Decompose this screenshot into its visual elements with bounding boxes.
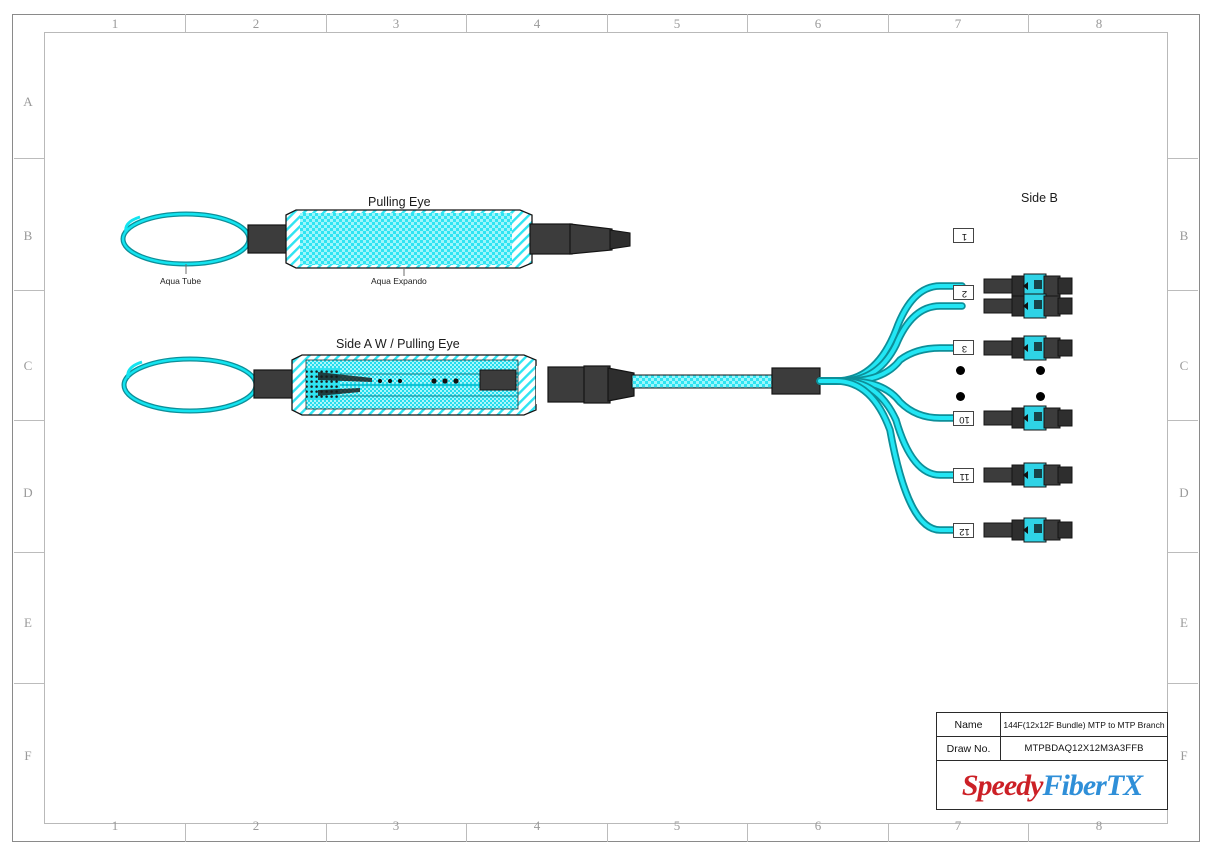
sheet-outer-border: [12, 14, 1200, 842]
branch-tag-2: 2: [953, 285, 974, 300]
zone-letter-left-c: C: [23, 358, 33, 373]
branch-tag-12: 12: [953, 523, 974, 538]
zone-letter-left-b: B: [23, 228, 33, 243]
zone-letter-left-a: A: [23, 94, 33, 109]
branch-tag-3: 3: [953, 340, 974, 355]
zone-htick-right-3: [1168, 420, 1198, 421]
zone-tick-bottom-5: [747, 824, 748, 842]
zone-tick-bottom-6: [888, 824, 889, 842]
title-block-row-name: Name 144F(12x12F Bundle) MTP to MTP Bran…: [937, 713, 1167, 737]
ellipsis-dot-right-2: [1036, 392, 1045, 401]
zone-tick-top-7: [1028, 14, 1029, 32]
zone-tick-top-4: [607, 14, 608, 32]
ellipsis-dot-left-2: [956, 392, 965, 401]
zone-tick-bottom-1: [185, 824, 186, 842]
title-block-value-draw-no: MTPBDAQ12X12M3A3FFB: [1024, 743, 1144, 754]
title-block: Name 144F(12x12F Bundle) MTP to MTP Bran…: [936, 712, 1168, 810]
side-b-title: Side B: [1021, 191, 1058, 205]
zone-htick-left-3: [14, 420, 44, 421]
zone-htick-right-4: [1168, 552, 1198, 553]
zone-letter-left-f: F: [24, 748, 32, 763]
fanout-branches: [816, 282, 966, 534]
title-block-key-name: Name: [937, 713, 1001, 736]
main-view-side-a: [121, 354, 821, 416]
callout-aqua-tube: Aqua Tube: [160, 276, 202, 286]
zone-htick-right-2: [1168, 290, 1198, 291]
zone-htick-left-2: [14, 290, 44, 291]
zone-letter-right-e: E: [1180, 615, 1188, 630]
detail-view-title: Pulling Eye: [368, 195, 431, 209]
branch-tag-10: 10: [953, 411, 974, 426]
zone-tick-bottom-3: [466, 824, 467, 842]
zone-letter-right-b: B: [1179, 228, 1189, 243]
zone-tick-top-1: [185, 14, 186, 32]
zone-htick-left-4: [14, 552, 44, 553]
ellipsis-dot-right-1: [1036, 366, 1045, 375]
zone-letter-left-d: D: [23, 485, 33, 500]
zone-tick-top-5: [747, 14, 748, 32]
zone-htick-left-5: [14, 683, 44, 684]
zone-letter-right-f: F: [1180, 748, 1188, 763]
zone-tick-top-2: [326, 14, 327, 32]
zone-tick-top-3: [466, 14, 467, 32]
callout-aqua-expando: Aqua Expando: [371, 276, 427, 286]
zone-letter-right-c: C: [1179, 358, 1189, 373]
branch-tag-11: 11: [953, 468, 974, 483]
sheet-inner-border: [44, 32, 1168, 824]
zone-htick-right-1: [1168, 158, 1198, 159]
zone-letter-right-d: D: [1179, 485, 1189, 500]
zone-htick-right-5: [1168, 683, 1198, 684]
detail-view-pulling-eye: [120, 209, 631, 276]
zone-tick-bottom-4: [607, 824, 608, 842]
title-block-value-name: 144F(12x12F Bundle) MTP to MTP Branch: [1003, 719, 1165, 730]
side-b-connectors: [983, 273, 1073, 543]
zone-tick-bottom-2: [326, 824, 327, 842]
logo-text-speedy: Speedy: [961, 768, 1044, 802]
zone-letter-left-e: E: [24, 615, 32, 630]
zone-tick-top-6: [888, 14, 889, 32]
main-view-title: Side A W / Pulling Eye: [336, 337, 460, 351]
logo-text-fibertx: FiberTX: [1042, 768, 1143, 802]
zone-tick-bottom-7: [1028, 824, 1029, 842]
branch-tag-1: 1: [953, 228, 974, 243]
zone-htick-left-1: [14, 158, 44, 159]
title-block-row-draw-no: Draw No. MTPBDAQ12X12M3A3FFB: [937, 737, 1167, 761]
title-block-key-draw-no: Draw No.: [937, 737, 1001, 760]
ellipsis-dot-left-1: [956, 366, 965, 375]
